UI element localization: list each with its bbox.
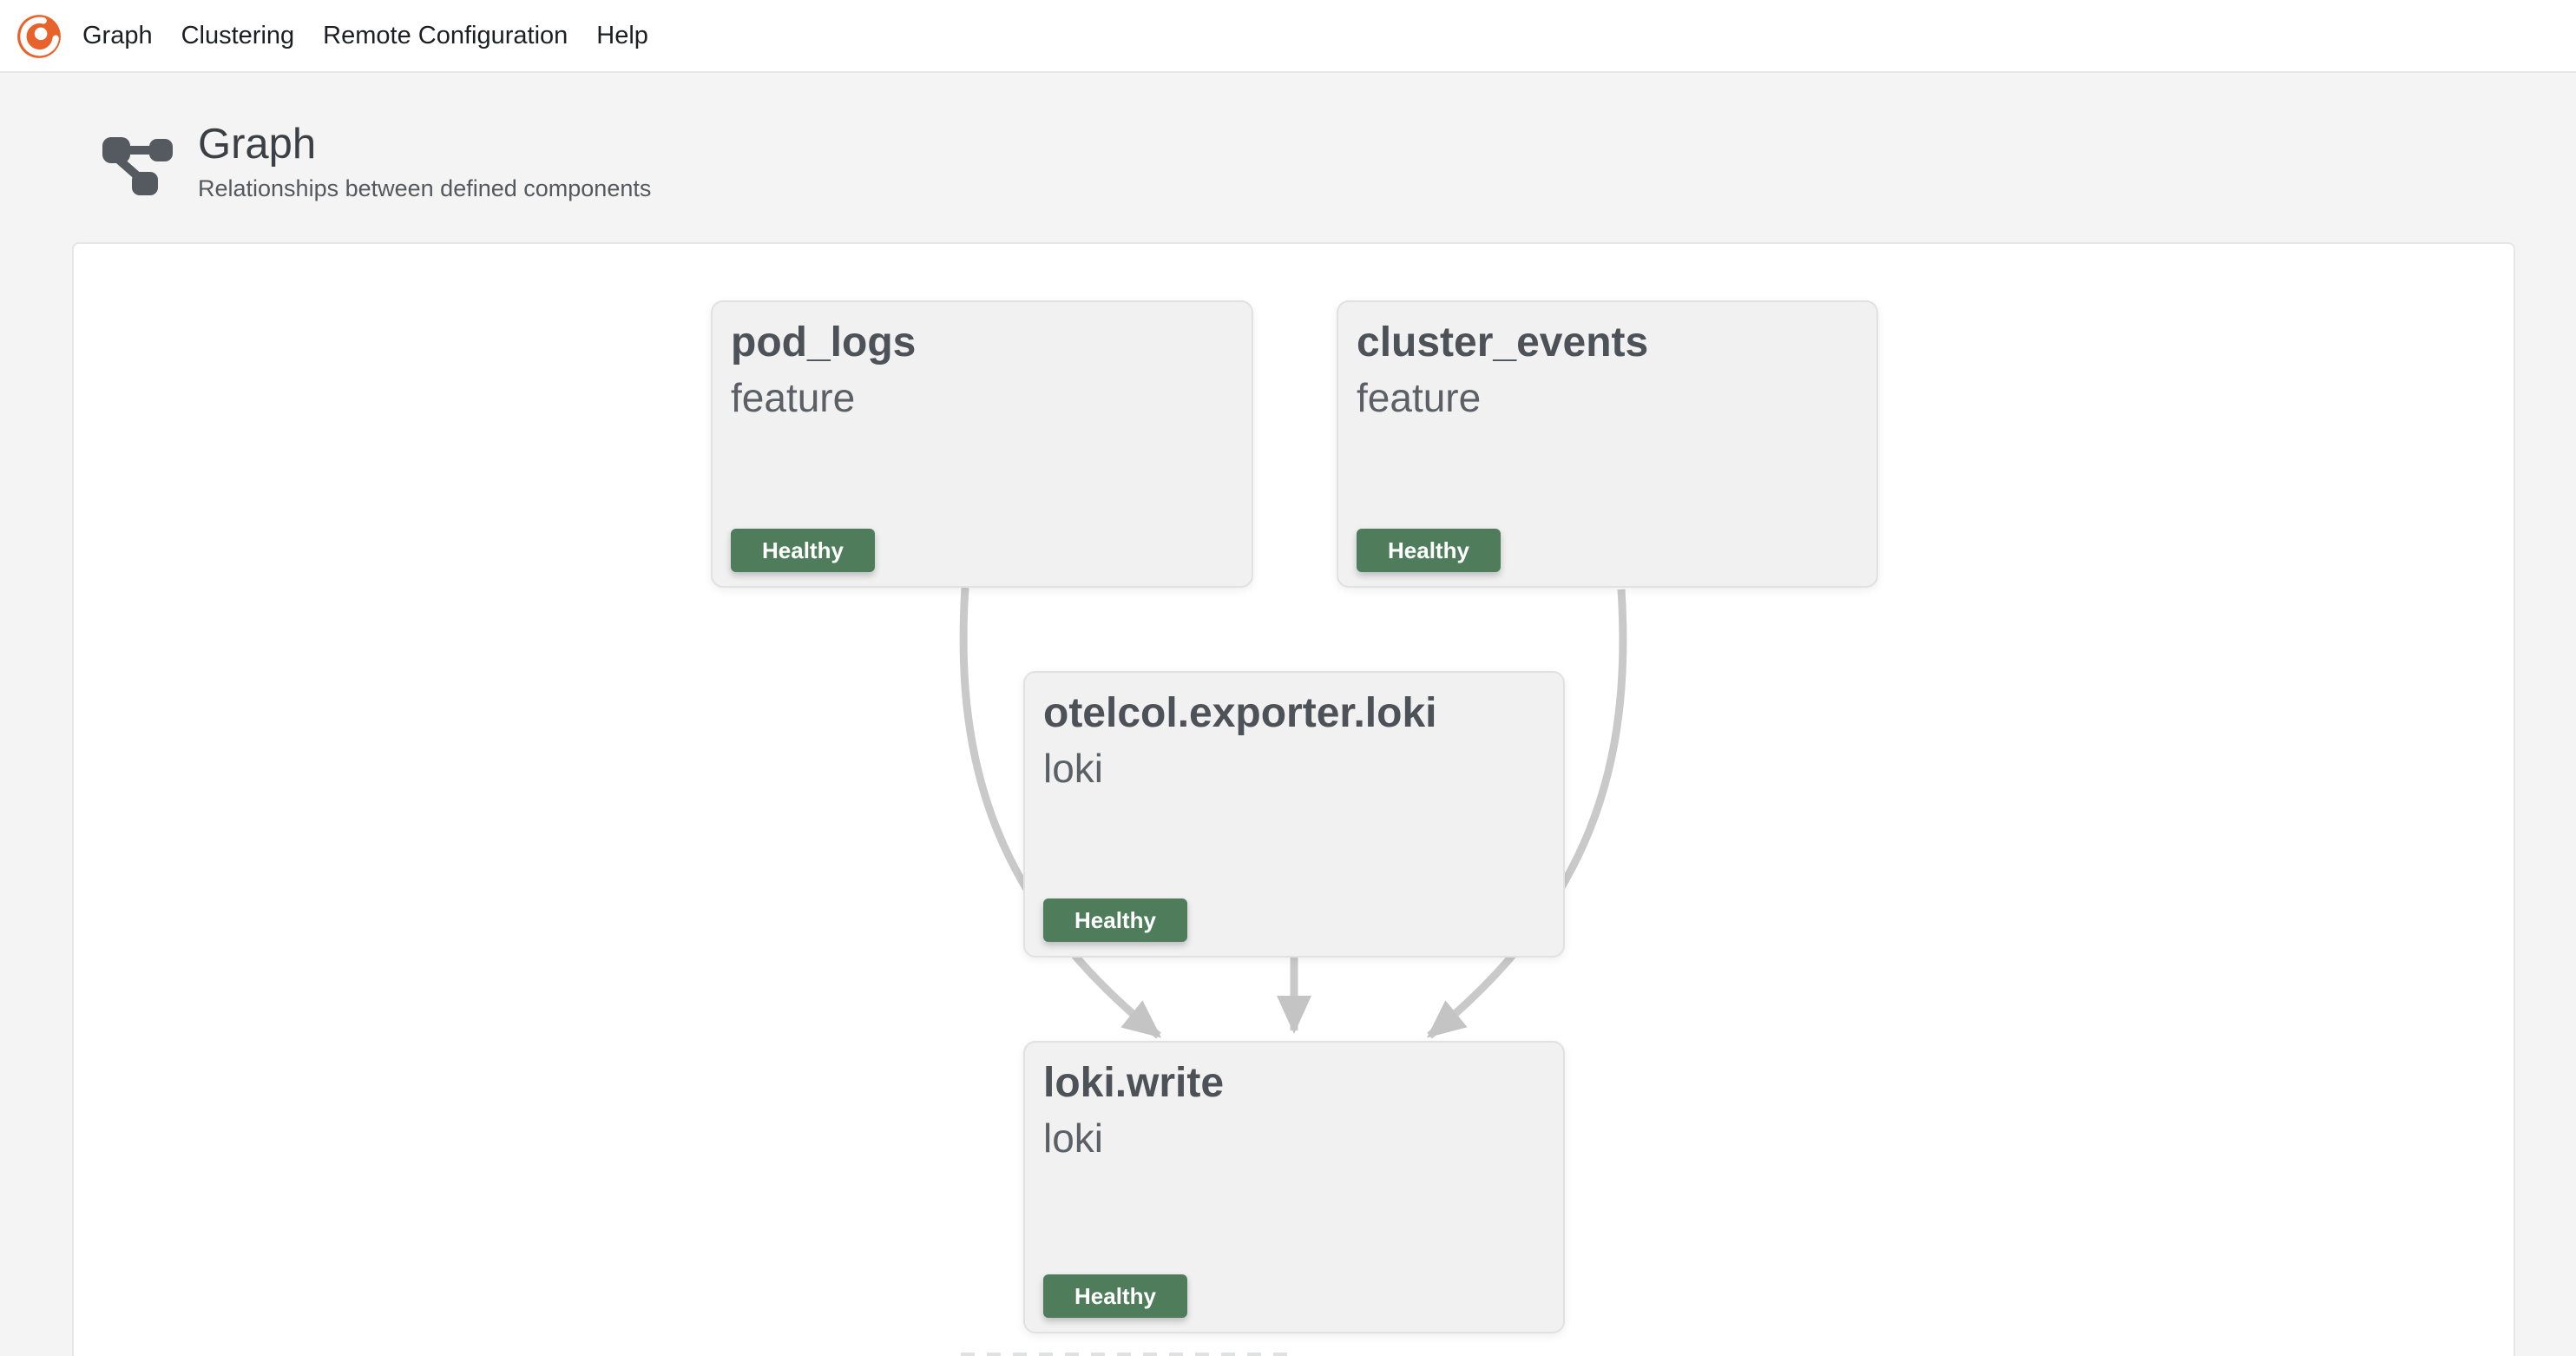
node-cluster_events[interactable]: cluster_events feature Healthy bbox=[1337, 300, 1878, 588]
edge-cluster_events-to-loki.write bbox=[1426, 589, 1627, 1039]
health-status-badge: Healthy bbox=[731, 529, 875, 572]
graph-icon bbox=[102, 137, 173, 195]
page-header: Graph Relationships between defined comp… bbox=[95, 120, 651, 202]
component-name: pod_logs bbox=[731, 319, 917, 365]
component-type: feature bbox=[1357, 375, 1482, 420]
agent-logo-icon[interactable] bbox=[16, 13, 62, 60]
component-name: cluster_events bbox=[1357, 319, 1649, 365]
node-pod_logs[interactable]: pod_logs feature Healthy bbox=[711, 300, 1253, 588]
component-name: otelcol.exporter.loki bbox=[1043, 690, 1437, 736]
component-type: loki bbox=[1043, 746, 1104, 791]
edge-pod_logs-to-loki.write bbox=[959, 587, 1162, 1039]
node-loki_write[interactable]: loki.write loki Healthy bbox=[1023, 1041, 1565, 1333]
node-otelcol_exporter_loki[interactable]: otelcol.exporter.loki loki Healthy bbox=[1023, 671, 1565, 958]
nav-item-clustering[interactable]: Clustering bbox=[181, 22, 295, 49]
nodes-layer: pod_logs feature Healthy cluster_events … bbox=[74, 244, 2514, 1356]
nav-item-graph[interactable]: Graph bbox=[82, 22, 153, 49]
nav-item-remote-configuration[interactable]: Remote Configuration bbox=[323, 22, 568, 49]
graph-canvas[interactable]: pod_logs feature Healthy cluster_events … bbox=[72, 242, 2515, 1356]
edges-layer bbox=[959, 587, 1627, 1039]
component-type: loki bbox=[1043, 1116, 1104, 1161]
component-type: feature bbox=[731, 375, 856, 420]
component-name: loki.write bbox=[1043, 1060, 1225, 1106]
health-status-badge: Healthy bbox=[1043, 899, 1187, 942]
health-status-badge: Healthy bbox=[1043, 1274, 1187, 1318]
page-subtitle: Relationships between defined components bbox=[198, 175, 652, 201]
page-title: Graph bbox=[198, 121, 317, 168]
health-status-badge: Healthy bbox=[1357, 529, 1501, 572]
nav-menu: Graph Clustering Remote Configuration He… bbox=[82, 0, 648, 72]
nav-item-help[interactable]: Help bbox=[596, 22, 648, 49]
clipped-content-below-fold bbox=[961, 1353, 1299, 1356]
top-nav-bar: Graph Clustering Remote Configuration He… bbox=[0, 0, 2576, 73]
